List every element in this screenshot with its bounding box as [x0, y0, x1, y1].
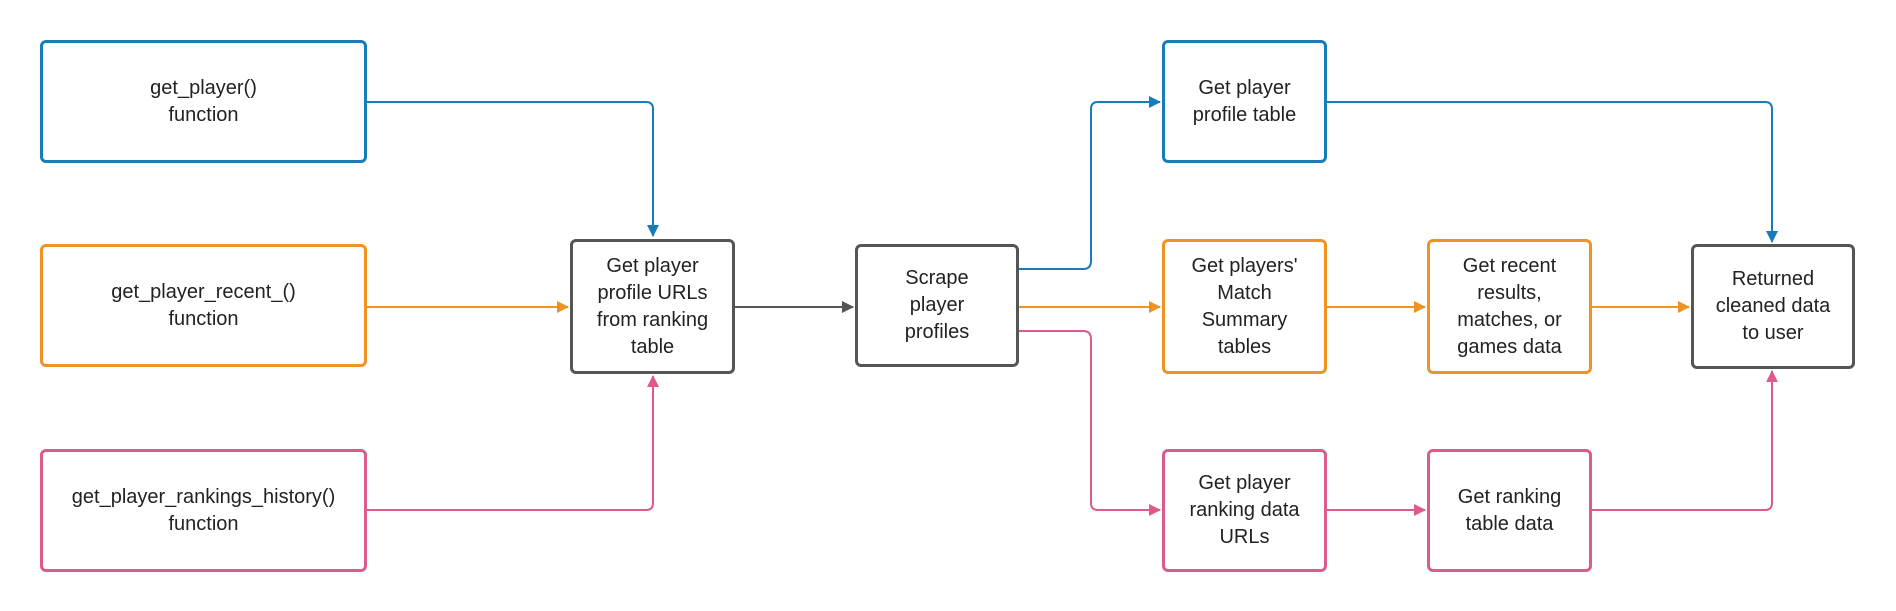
node-recent-results: Get recent results, matches, or games da… — [1427, 239, 1592, 374]
node-get-player-function: get_player() function — [40, 40, 367, 163]
node-label: Get recent results, matches, or games da… — [1457, 254, 1562, 358]
node-get-player-rankings-history-function: get_player_rankings_history() function — [40, 449, 367, 572]
node-get-profile-urls: Get player profile URLs from ranking tab… — [570, 239, 735, 374]
node-label: Get player profile table — [1192, 76, 1297, 126]
node-match-summary: Get players' Match Summary tables — [1162, 239, 1327, 374]
node-scrape-profiles: Scrape player profiles — [855, 244, 1019, 367]
node-returned-data: Returned cleaned data to user — [1691, 244, 1855, 369]
edge-profile-table-to-returned — [1327, 101, 1778, 243]
edge-scrape-to-profile-table — [1019, 96, 1161, 270]
node-get-player-recent-function: get_player_recent_() function — [40, 244, 367, 367]
node-label: get_player_rankings_history() function — [71, 485, 336, 535]
node-label: Get ranking table data — [1457, 485, 1562, 535]
node-profile-table: Get player profile table — [1162, 40, 1327, 163]
node-label: Get player profile URLs from ranking tab… — [596, 254, 709, 358]
edge-rankings-history-to-profile-urls — [367, 375, 659, 511]
edge-get-player-to-profile-urls — [367, 101, 659, 237]
node-label: Get player ranking data URLs — [1189, 472, 1300, 548]
node-label: Get players' Match Summary tables — [1191, 254, 1298, 358]
node-label: Scrape player profiles — [904, 267, 970, 343]
node-label: Returned cleaned data to user — [1715, 268, 1831, 344]
node-ranking-table: Get ranking table data — [1427, 449, 1592, 572]
node-ranking-urls: Get player ranking data URLs — [1162, 449, 1327, 572]
node-label: get_player_recent_() function — [111, 280, 296, 330]
edge-ranking-table-to-returned — [1592, 370, 1778, 511]
edge-scrape-to-ranking-urls — [1019, 330, 1161, 516]
node-label: get_player() function — [150, 76, 257, 126]
